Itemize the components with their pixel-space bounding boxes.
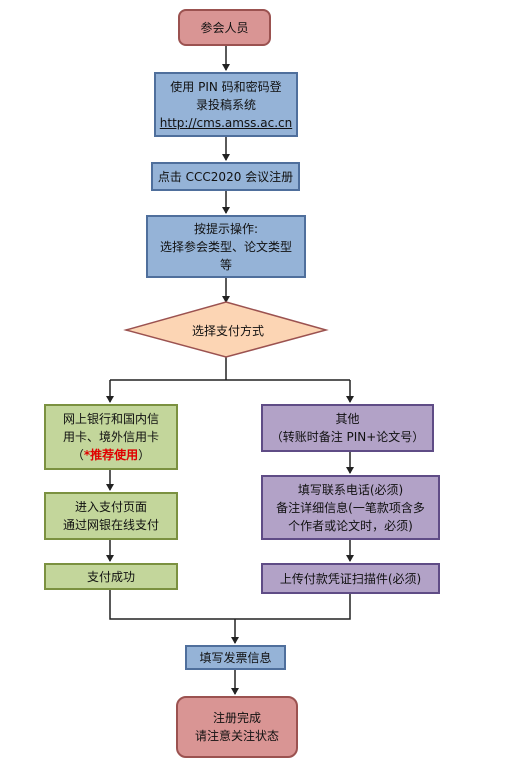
login-line2: 录投稿系统 [195,97,256,112]
instructions-line1: 按提示操作: [193,221,259,236]
other-phone-line1: 填写联系电话(必须) [297,482,404,497]
instructions-line3: 等 [219,257,232,272]
invoice-node: 填写发票信息 [185,645,286,670]
decision-label: 选择支付方式 [191,323,264,338]
register-node: 点击 CCC2020 会议注册 [151,162,300,191]
other-phone-node: 填写联系电话(必须) 备注详细信息(一笔款项含多 个作者或论文时，必须) [261,475,440,540]
decision-diamond [123,301,329,358]
other-note: （转账时备注 PIN+论文号） [270,430,425,444]
start-label: 参会人员 [200,20,249,35]
online-success-node: 支付成功 [44,563,178,590]
online-pay-line1: 进入支付页面 [74,500,147,514]
other-method-node: 其他 （转账时备注 PIN+论文号） [261,404,434,452]
end-line1: 注册完成 [212,711,261,725]
instructions-line2: 选择参会类型、论文类型 [159,239,292,254]
online-pay-node: 进入支付页面 通过网银在线支付 [44,492,178,540]
online-success-label: 支付成功 [86,569,135,584]
other-phone-line2: 备注详细信息(一笔款项含多 [276,500,425,515]
recommend-open: （ [71,448,84,462]
register-label: 点击 CCC2020 会议注册 [157,169,294,184]
merge-connector [109,590,351,620]
branch-connector [110,357,350,381]
login-url: http://cms.amss.ac.cn [159,115,293,130]
other-phone-line3: 个作者或论文时，必须) [288,518,413,533]
recommend-close: ） [138,448,151,462]
recommend-text: *推荐使用 [83,448,139,462]
other-upload-label: 上传付款凭证扫描件(必须) [279,571,422,586]
online-method-line2: 用卡、境外信用卡 [62,430,159,444]
online-recommend-line: （*推荐使用） [72,446,150,464]
end-line2: 请注意关注状态 [194,729,279,743]
online-method-line1: 网上银行和国内信 [62,412,159,426]
other-title: 其他 [335,412,360,426]
online-pay-line2: 通过网银在线支付 [62,518,159,532]
online-method-node: 网上银行和国内信 用卡、境外信用卡 （*推荐使用） [44,404,178,470]
login-line1: 使用 PIN 码和密码登 [170,79,282,94]
decision-label-box: 选择支付方式 [130,318,326,342]
instructions-node: 按提示操作: 选择参会类型、论文类型 等 [146,215,306,278]
invoice-label: 填写发票信息 [199,650,272,665]
login-node: 使用 PIN 码和密码登 录投稿系统 http://cms.amss.ac.cn [154,72,298,137]
other-upload-node: 上传付款凭证扫描件(必须) [261,563,440,594]
end-node: 注册完成 请注意关注状态 [176,696,298,758]
start-node: 参会人员 [178,9,271,46]
